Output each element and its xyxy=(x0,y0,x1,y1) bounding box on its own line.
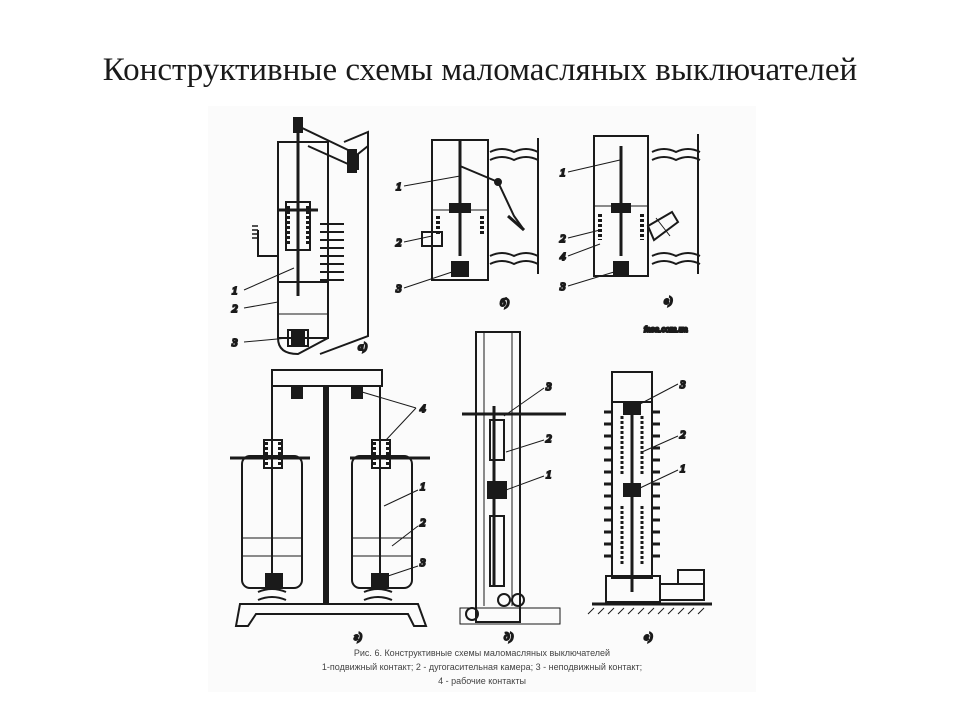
figure-caption-line-2: 1-подвижный контакт; 2 - дугогасительная… xyxy=(321,662,643,672)
panel-a-label-2: 2 xyxy=(232,303,238,315)
panel-b-label-1: 1 xyxy=(396,181,402,193)
figure-caption-line-3: 4 - рабочие контакты xyxy=(438,676,526,686)
panel-d-sublabel: д) xyxy=(504,631,514,643)
panel-b-label-3: 3 xyxy=(395,283,402,295)
panel-b-drawing xyxy=(403,138,539,289)
slide-title: Конструктивные схемы маломасляных выключ… xyxy=(102,52,858,88)
panel-g-label-3: 3 xyxy=(419,557,426,569)
panel-g-label-1: 1 xyxy=(420,481,426,493)
panel-g-drawing xyxy=(230,369,430,627)
panel-v-label-4: 4 xyxy=(560,251,566,263)
panel-a-label-1: 1 xyxy=(232,285,238,297)
panel-v-sublabel: в) xyxy=(664,295,673,307)
panel-g-label-2: 2 xyxy=(420,517,426,529)
panel-a-drawing xyxy=(243,117,369,356)
panel-b-label-2: 2 xyxy=(396,237,402,249)
panel-v-drawing xyxy=(567,134,701,287)
breaker-schematics-figure: 1 2 3 а) 1 2 3 б) xyxy=(208,106,756,692)
figure-caption-line-1: Рис. 6. Конструктивные схемы маломасляны… xyxy=(353,648,611,658)
panel-e-label-2: 2 xyxy=(680,429,686,441)
panel-b-sublabel: б) xyxy=(500,297,510,309)
panel-g-label-4: 4 xyxy=(420,403,426,415)
panel-e-drawing xyxy=(587,371,712,615)
panel-d-drawing xyxy=(459,331,566,625)
panel-v-label-1: 1 xyxy=(560,167,566,179)
panel-g-sublabel: г) xyxy=(354,631,362,643)
panel-d-label-3: 3 xyxy=(545,381,552,393)
panel-d-label-1: 1 xyxy=(546,469,552,481)
panel-e-label-3: 3 xyxy=(679,379,686,391)
panel-e-sublabel: е) xyxy=(644,631,653,643)
panel-v-label-3: 3 xyxy=(559,281,566,293)
panel-a-label-3: 3 xyxy=(231,337,238,349)
panel-d-label-2: 2 xyxy=(546,433,552,445)
panel-e-label-1: 1 xyxy=(680,463,686,475)
panel-v-label-2: 2 xyxy=(560,233,566,245)
watermark: fasa.com.ua xyxy=(644,325,688,334)
panel-a-sublabel: а) xyxy=(358,341,368,353)
